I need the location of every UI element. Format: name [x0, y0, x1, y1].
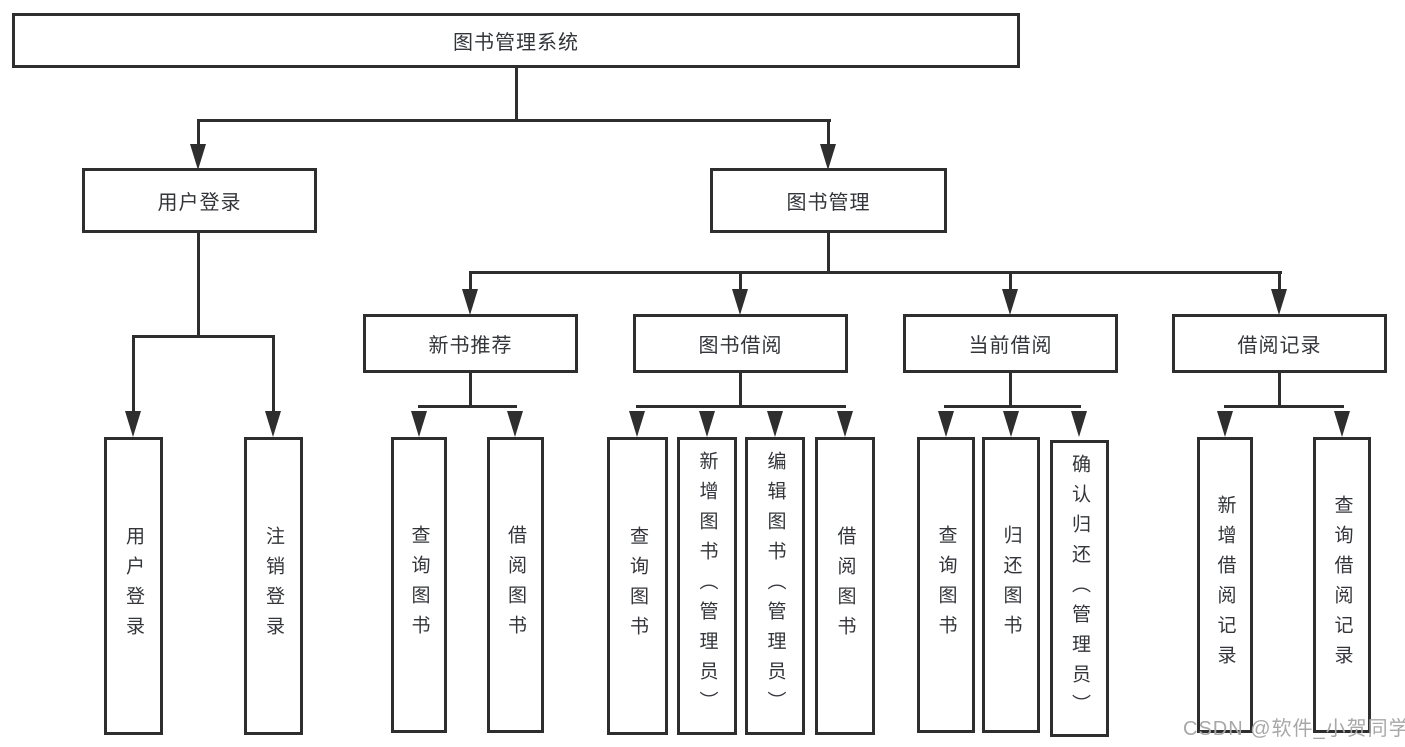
- node-root: 图书管理系统: [12, 13, 1020, 68]
- arrowhead-new-books: [462, 289, 478, 315]
- connector-root-stem: [515, 68, 518, 122]
- connector-records-hline: [1224, 405, 1344, 408]
- node-root-label: 图书管理系统: [453, 32, 579, 54]
- node-leaf-bw-query: 查询图书: [607, 437, 668, 735]
- arrowhead-bw-edit: [767, 411, 783, 437]
- connector-current-stem: [1009, 271, 1012, 292]
- arrowhead-bw-query: [629, 411, 645, 437]
- node-borrowing-label: 图书借阅: [698, 335, 783, 357]
- csdn-watermark: CSDN @软件_小贺同学: [1183, 718, 1405, 740]
- connector-book-mgmt-down: [827, 233, 830, 274]
- connector-user-login-stem: [197, 119, 200, 147]
- arrowhead-user-login: [190, 144, 206, 170]
- connector-user-login-hline: [132, 335, 275, 338]
- arrowhead-book-mgmt: [820, 144, 836, 170]
- arrowhead-rc-query: [1334, 411, 1350, 437]
- arrowhead-records: [1271, 289, 1287, 315]
- connector-login-stem: [132, 335, 135, 414]
- arrowhead-bw-borrow: [837, 411, 853, 437]
- connector-new-books-down: [469, 373, 472, 408]
- node-leaf-cu-return: 归还图书: [982, 437, 1040, 733]
- node-user-login: 用户登录: [82, 168, 317, 233]
- connector-new-books-hline: [418, 405, 517, 408]
- node-leaf-rc-query: 查询借阅记录: [1313, 437, 1371, 733]
- arrowhead-cu-confirm: [1071, 411, 1087, 437]
- node-book-mgmt: 图书管理: [710, 168, 947, 233]
- connector-logout-stem: [272, 335, 275, 414]
- connector-borrowing-stem: [739, 271, 742, 292]
- connector-book-mgmt-stem: [827, 119, 830, 147]
- node-leaf-rc-add-label: 新增借阅记录: [1214, 495, 1236, 675]
- connector-current-hline: [944, 405, 1081, 408]
- node-leaf-cu-query: 查询图书: [917, 437, 975, 733]
- connector-borrowing-hline: [636, 405, 846, 408]
- connector-current-down: [1009, 373, 1012, 408]
- connector-borrowing-down: [739, 373, 742, 408]
- node-borrowing: 图书借阅: [633, 314, 848, 373]
- connector-new-books-stem: [469, 271, 472, 292]
- node-leaf-bw-borrow-label: 借阅图书: [834, 526, 856, 646]
- node-leaf-logout-label: 注销登录: [263, 526, 284, 646]
- node-records-label: 借阅记录: [1237, 335, 1322, 357]
- arrowhead-bw-add: [699, 411, 715, 437]
- node-leaf-login: 用户登录: [104, 437, 163, 735]
- node-leaf-bw-add: 新增图书（管理员）: [677, 437, 737, 735]
- node-book-mgmt-label: 图书管理: [786, 192, 871, 214]
- arrowhead-borrowing: [732, 289, 748, 315]
- arrowhead-nb-query: [411, 411, 427, 437]
- node-leaf-bw-edit-label: 编辑图书（管理员）: [764, 451, 786, 721]
- node-new-books: 新书推荐: [363, 314, 578, 373]
- node-leaf-bw-edit: 编辑图书（管理员）: [745, 437, 805, 735]
- node-leaf-nb-query-label: 查询图书: [408, 525, 430, 645]
- arrowhead-login: [125, 411, 141, 437]
- arrowhead-cu-query: [938, 411, 954, 437]
- arrowhead-nb-borrow: [507, 411, 523, 437]
- node-user-login-label: 用户登录: [157, 192, 242, 214]
- connector-level3-hline: [469, 271, 1282, 274]
- node-leaf-cu-confirm-label: 确认归还（管理员）: [1069, 453, 1090, 724]
- node-current: 当前借阅: [903, 314, 1118, 373]
- node-leaf-nb-borrow-label: 借阅图书: [505, 525, 526, 645]
- node-records: 借阅记录: [1172, 314, 1387, 373]
- node-leaf-login-label: 用户登录: [123, 526, 144, 646]
- node-leaf-bw-query-label: 查询图书: [627, 526, 648, 646]
- node-leaf-bw-add-label: 新增图书（管理员）: [696, 451, 718, 721]
- node-leaf-cu-confirm: 确认归还（管理员）: [1050, 440, 1109, 737]
- node-leaf-bw-borrow: 借阅图书: [815, 437, 875, 735]
- node-leaf-nb-borrow: 借阅图书: [487, 437, 544, 733]
- arrowhead-current: [1002, 289, 1018, 315]
- arrowhead-rc-add: [1217, 411, 1233, 437]
- node-leaf-cu-return-label: 归还图书: [1000, 525, 1022, 645]
- node-new-books-label: 新书推荐: [428, 335, 513, 357]
- arrowhead-cu-return: [1003, 411, 1019, 437]
- connector-level2-hline: [197, 119, 831, 122]
- node-leaf-nb-query: 查询图书: [391, 437, 447, 733]
- connector-user-login-down: [197, 233, 200, 338]
- node-current-label: 当前借阅: [968, 335, 1053, 357]
- arrowhead-logout: [265, 411, 281, 437]
- node-leaf-cu-query-label: 查询图书: [935, 525, 957, 645]
- node-leaf-rc-add: 新增借阅记录: [1197, 437, 1253, 733]
- node-leaf-rc-query-label: 查询借阅记录: [1331, 495, 1353, 675]
- connector-records-down: [1278, 373, 1281, 408]
- connector-records-stem: [1278, 271, 1281, 292]
- node-leaf-logout: 注销登录: [244, 437, 303, 735]
